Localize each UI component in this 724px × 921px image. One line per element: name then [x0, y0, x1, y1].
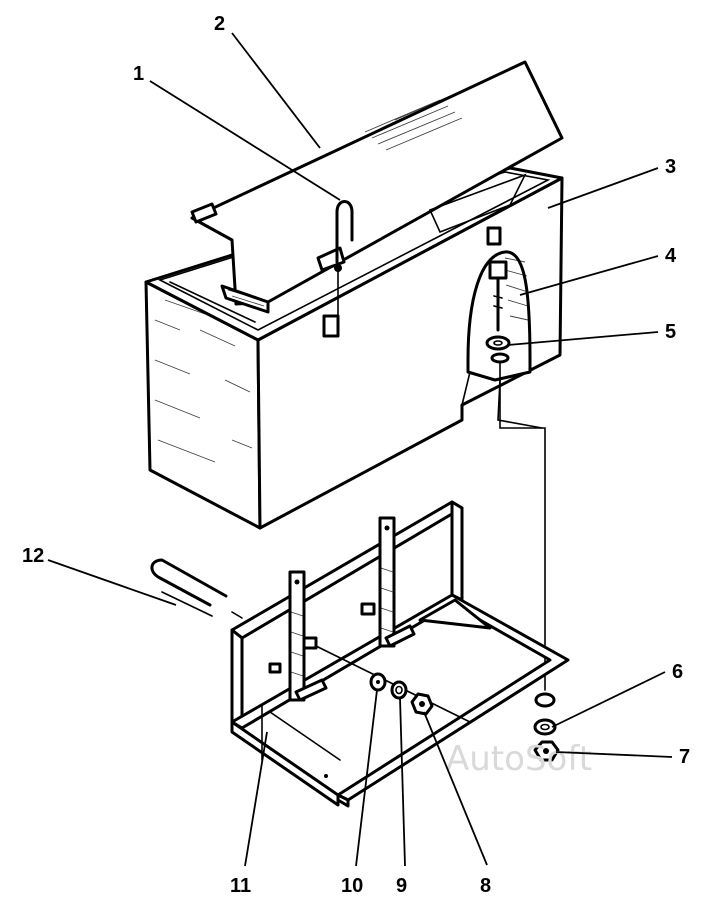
callout-label-5: 5: [665, 321, 676, 343]
nut-part-7: [533, 740, 560, 762]
callout-label-6: 6: [672, 661, 683, 683]
callout-label-10: 10: [341, 875, 363, 897]
box-lid: [190, 60, 564, 314]
leader-3: [547, 167, 659, 209]
nut-part-8: [410, 692, 434, 716]
leader-10: [355, 689, 378, 867]
washer-part-10: [369, 672, 387, 692]
callout-label-1: 1: [133, 63, 144, 85]
bolt-washer: [485, 335, 511, 364]
callout-labels: 2 1 3 4 5 6 7 8 9 10 11 12: [22, 13, 690, 897]
lid-shading: [227, 95, 463, 307]
frame-strap-left: [288, 570, 306, 702]
leader-lines: [47, 32, 673, 867]
callout-label-2: 2: [214, 13, 225, 35]
frame-strap-shading: [290, 567, 394, 677]
leader-4: [519, 255, 659, 296]
cutaway-shading: [504, 257, 529, 321]
callout-label-9: 9: [396, 875, 407, 897]
box-latch-front: [322, 314, 340, 338]
leader-5: [507, 331, 659, 346]
callout-label-3: 3: [665, 156, 676, 178]
leader-6: [551, 671, 666, 728]
box-left-face-shading: [154, 299, 253, 463]
leader-1: [149, 80, 341, 201]
callout-label-4: 4: [665, 245, 677, 267]
leader-8: [423, 711, 488, 866]
frame-strap-right: [378, 516, 396, 648]
callout-label-8: 8: [480, 875, 491, 897]
washer-part-6: [533, 692, 557, 736]
leader-12: [47, 559, 177, 606]
callout-label-11: 11: [230, 875, 251, 897]
mounting-bolt: [488, 260, 508, 332]
lid-hinge-tab-left: [190, 202, 218, 224]
bolt-axis-line: [499, 361, 546, 691]
hasp-lock: [334, 200, 354, 323]
watermark-text: AutoSoft: [446, 739, 592, 779]
leader-9: [399, 697, 406, 867]
lock-washer-part-9: [390, 680, 408, 700]
leader-2: [231, 32, 321, 149]
callout-label-12: 12: [22, 545, 44, 567]
mounting-frame: [230, 500, 570, 808]
callout-label-7: 7: [679, 746, 690, 768]
box-latch-right: [486, 226, 502, 246]
leader-7: [555, 751, 673, 758]
leader-11: [244, 731, 268, 867]
carry-handle: [150, 558, 243, 619]
